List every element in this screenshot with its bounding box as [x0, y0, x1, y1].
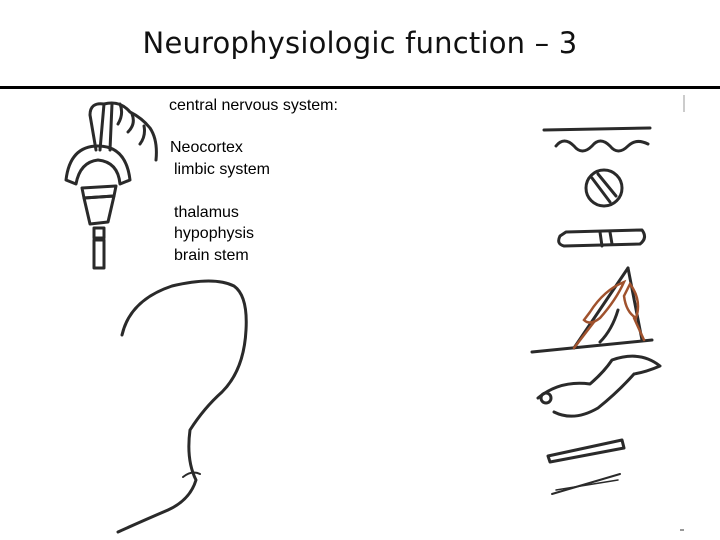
brain-stem-icon [92, 226, 106, 270]
neocortex-sketch-icon [88, 101, 158, 162]
label-hypophysis: hypophysis [174, 225, 255, 242]
label-thalamus: thalamus [174, 204, 239, 221]
cylinder-vessel-icon [557, 228, 647, 248]
title-divider [0, 86, 720, 89]
limbic-arch-icon [64, 144, 132, 186]
nerve-curve-icon [116, 279, 248, 534]
cns-heading: central nervous system: [169, 97, 338, 114]
round-organ-icon [584, 168, 624, 208]
label-neocortex: Neocortex [170, 139, 243, 156]
thalamus-block-icon [80, 184, 118, 226]
muscle-fibers-icon [572, 279, 646, 350]
label-brain-stem: brain stem [174, 247, 249, 264]
slide-title: Neurophysiologic function – 3 [142, 26, 578, 60]
thin-rod-icon [546, 438, 626, 464]
fiber-strand-icon [551, 473, 621, 495]
label-limbic-system: limbic system [174, 161, 271, 178]
wavy-membrane-icon [542, 126, 652, 153]
intestine-tube-icon [536, 354, 662, 418]
